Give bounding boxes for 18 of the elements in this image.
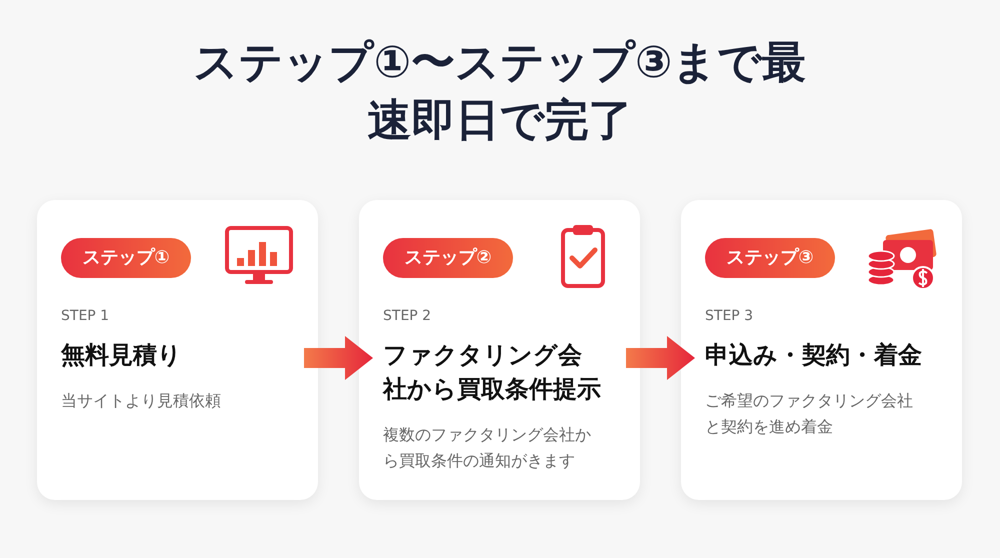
step-number: STEP 2 (383, 308, 432, 324)
step-description: 当サイトより見積依頼 (61, 390, 222, 412)
step-card (681, 200, 962, 500)
step-heading: 無料見積り (61, 340, 183, 371)
step-badge: ステップ① (61, 238, 191, 278)
step-card (37, 200, 318, 500)
step-heading: ファクタリング会社から買取条件提示 (383, 340, 602, 405)
title: ステップ①〜ステップ③まで最速即日で完了 (192, 36, 808, 148)
step-description: ご希望のファクタリング会社と契約を進め着金 (705, 390, 914, 438)
step-badge: ステップ③ (705, 238, 835, 278)
step-card (359, 200, 640, 500)
step-number: STEP 3 (705, 308, 754, 324)
step-heading: 申込み・契約・着金 (705, 340, 923, 371)
step-description: 複数のファクタリング会社から買取条件の通知がきます (383, 424, 592, 472)
arrow (304, 336, 373, 380)
step-number: STEP 1 (61, 308, 110, 324)
arrow (626, 336, 695, 380)
step-badge: ステップ② (383, 238, 513, 278)
